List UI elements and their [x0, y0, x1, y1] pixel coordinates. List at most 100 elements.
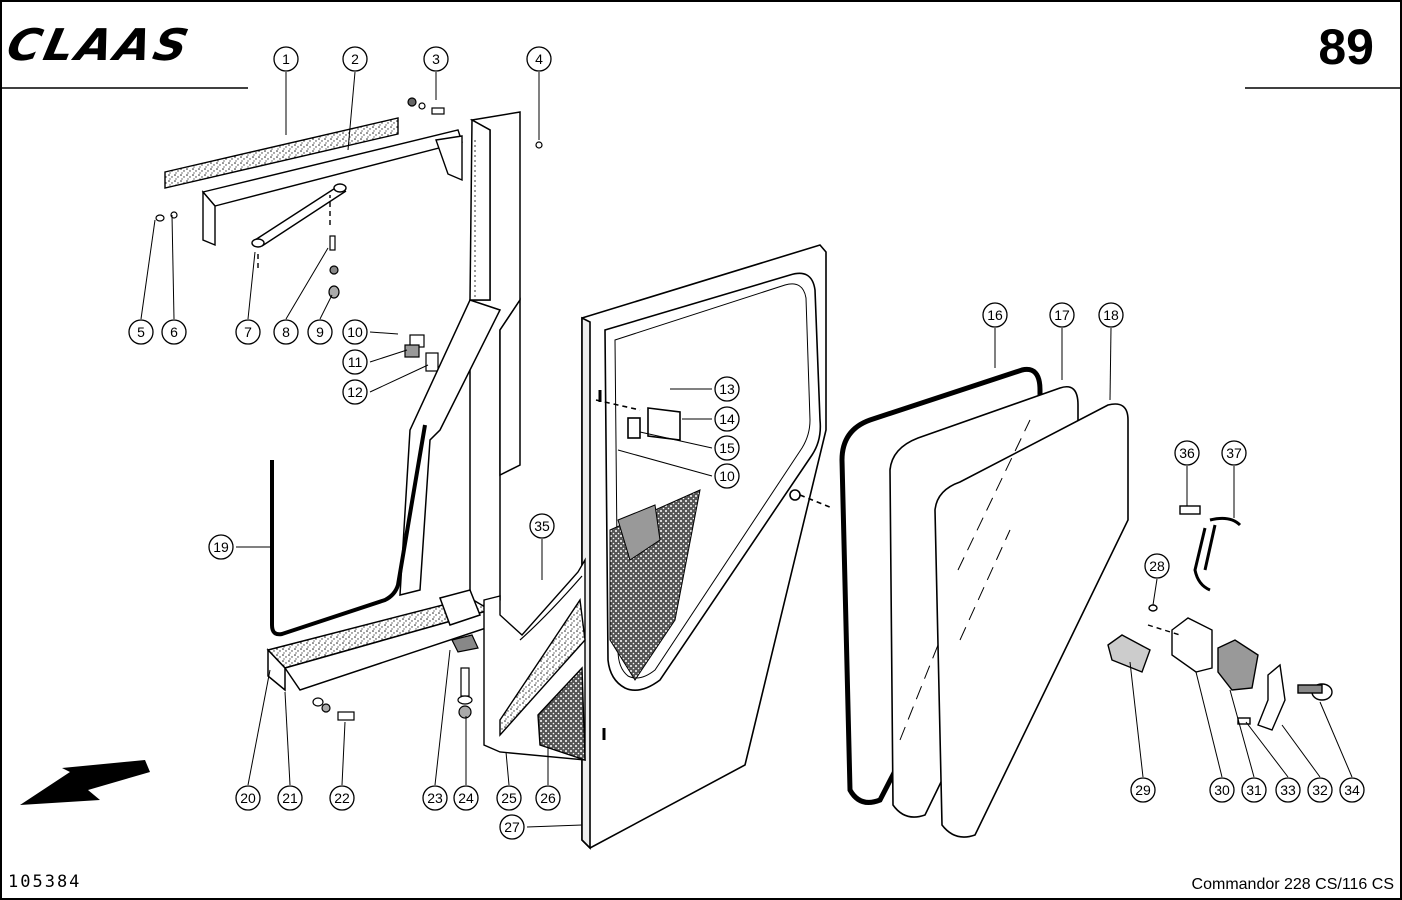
- callout-20: 20: [235, 785, 261, 811]
- callout-circle: [277, 785, 303, 811]
- callout-circle: [714, 435, 740, 461]
- leader-line: [341, 721, 346, 786]
- door-panel-part: [581, 244, 833, 850]
- callout-circle: [714, 376, 740, 402]
- callout-circle: [529, 513, 555, 539]
- leader-line: [369, 364, 429, 393]
- callout-27: 27: [499, 814, 525, 840]
- callout-number: 1: [282, 51, 290, 67]
- callout-circle: [1339, 777, 1365, 803]
- callout-37: 37: [1221, 440, 1247, 466]
- leader-line: [1245, 721, 1289, 778]
- callout-number: 4: [535, 51, 543, 67]
- callout-number: 24: [458, 790, 474, 806]
- callout-number: 16: [987, 307, 1003, 323]
- callout-number: 35: [534, 518, 550, 534]
- callout-28: 28: [1144, 553, 1170, 579]
- leader-line: [247, 251, 256, 320]
- callout-24: 24: [453, 785, 479, 811]
- callout-circle: [535, 785, 561, 811]
- callout-14: 14: [714, 406, 740, 432]
- callout-circle: [982, 302, 1008, 328]
- leader-line: [1281, 724, 1321, 778]
- callout-34: 34: [1339, 777, 1365, 803]
- callout-8: 8: [273, 319, 299, 345]
- callout-26: 26: [535, 785, 561, 811]
- leader-line: [369, 331, 399, 335]
- window-glass-part: [839, 366, 1129, 838]
- top-strip-part: [164, 117, 399, 189]
- page-number: 89: [1318, 19, 1374, 75]
- callout-6: 6: [161, 319, 187, 345]
- callout-number: 29: [1135, 782, 1151, 798]
- callout-circle: [342, 46, 368, 72]
- callout-number: 10: [719, 468, 735, 484]
- callout-number: 20: [240, 790, 256, 806]
- leader-line: [1195, 671, 1223, 778]
- callout-3: 3: [423, 46, 449, 72]
- leader-line: [369, 349, 408, 363]
- callout-number: 22: [334, 790, 350, 806]
- callout-23: 23: [422, 785, 448, 811]
- callout-4: 4: [526, 46, 552, 72]
- callout-circle: [526, 46, 552, 72]
- leader-line: [140, 219, 156, 320]
- callout-number: 31: [1246, 782, 1262, 798]
- callout-2: 2: [342, 46, 368, 72]
- callout-circle: [499, 814, 525, 840]
- leader-line: [1229, 689, 1255, 778]
- callout-25: 25: [496, 785, 522, 811]
- callout-circle: [714, 463, 740, 489]
- callout-32: 32: [1307, 777, 1333, 803]
- leader-line: [1129, 661, 1144, 778]
- callout-circle: [453, 785, 479, 811]
- callout-circle: [1174, 440, 1200, 466]
- callout-30: 30: [1209, 777, 1235, 803]
- door-frame-part: [266, 111, 521, 692]
- leader-line: [284, 691, 291, 786]
- callout-16: 16: [982, 302, 1008, 328]
- callout-number: 33: [1280, 782, 1296, 798]
- callout-number: 13: [719, 381, 735, 397]
- callout-10: 10: [342, 319, 368, 345]
- callout-29: 29: [1130, 777, 1156, 803]
- callout-15: 15: [714, 435, 740, 461]
- leader-line: [526, 824, 583, 828]
- callout-7: 7: [235, 319, 261, 345]
- leader-line: [1152, 578, 1158, 606]
- callout-19: 19: [208, 534, 234, 560]
- leader-line: [434, 649, 451, 786]
- callout-number: 15: [719, 440, 735, 456]
- callout-number: 36: [1179, 445, 1195, 461]
- callout-10: 10: [714, 463, 740, 489]
- callout-number: 18: [1103, 307, 1119, 323]
- callout-circle: [329, 785, 355, 811]
- callout-number: 32: [1312, 782, 1328, 798]
- callout-number: 11: [348, 354, 363, 370]
- callout-31: 31: [1241, 777, 1267, 803]
- callout-circle: [1130, 777, 1156, 803]
- callout-circle: [235, 319, 261, 345]
- leader-line: [285, 247, 329, 320]
- leader-line: [505, 751, 510, 786]
- callout-circle: [307, 319, 333, 345]
- callout-number: 5: [137, 324, 145, 340]
- trim-panel-part: [483, 557, 586, 761]
- leader-line: [1319, 701, 1353, 778]
- callout-number: 37: [1226, 445, 1242, 461]
- model-caption: Commandor 228 CS/116 CS: [1191, 876, 1394, 893]
- callout-number: 34: [1344, 782, 1360, 798]
- callout-circle: [161, 319, 187, 345]
- callout-circle: [273, 319, 299, 345]
- fastener-group: [155, 97, 543, 372]
- bottom-fasteners: [312, 634, 479, 721]
- callout-circle: [1098, 302, 1124, 328]
- callout-number: 30: [1214, 782, 1230, 798]
- drawing-number: 105384: [8, 872, 82, 892]
- callout-5: 5: [128, 319, 154, 345]
- callout-13: 13: [714, 376, 740, 402]
- callout-number: 14: [719, 411, 735, 427]
- callout-number: 7: [244, 324, 252, 340]
- callout-number: 9: [316, 324, 324, 340]
